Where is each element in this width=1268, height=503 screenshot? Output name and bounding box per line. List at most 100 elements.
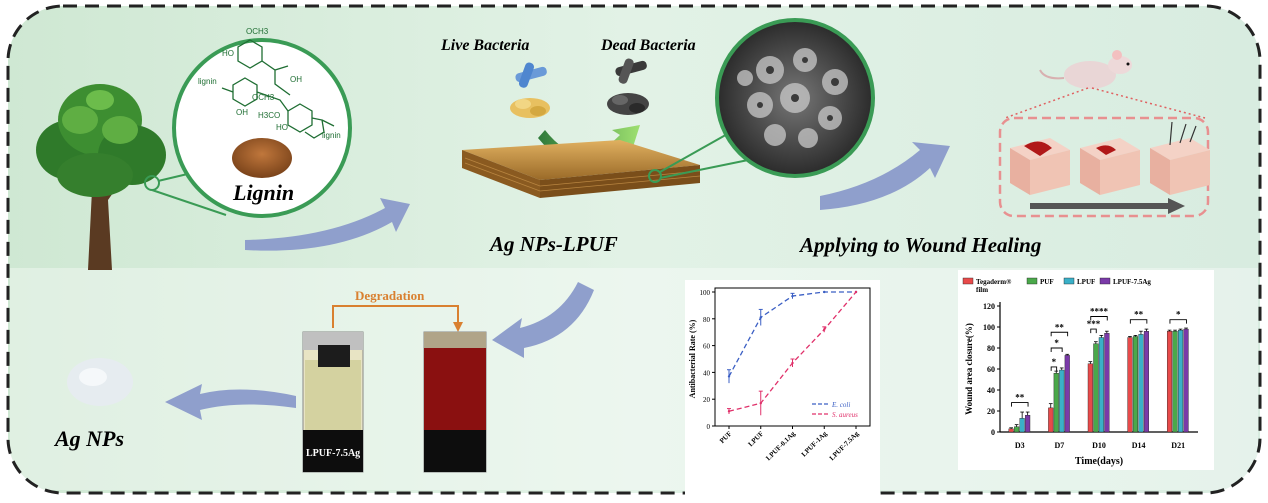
chart2-sig-bracket-1 [1050, 366, 1058, 371]
label-lignin-left: lignin [198, 77, 217, 86]
chart1-point-0-3 [823, 290, 826, 294]
label-h3co: H3CO [258, 111, 280, 120]
chart2-sig-label-0: ** [1015, 393, 1025, 403]
lignin-label: Lignin [233, 180, 295, 205]
chart1-bg [685, 280, 880, 499]
healing-progress-arrow [1030, 198, 1185, 214]
chart2-sig-label-7: * [1176, 310, 1181, 320]
dead-bacteria-icon [607, 58, 649, 115]
label-oh-right: OH [290, 75, 302, 84]
chart2-sig-label-2: * [1054, 338, 1059, 348]
lignin-structure-labels: OCH3 HO lignin OH OCH3 H3CO OH HO lignin [198, 27, 341, 140]
product-label: Ag NPs-LPUF [490, 232, 618, 256]
arrow-to-wound [820, 142, 950, 210]
live-bacteria-label: Live Bacteria [441, 37, 530, 54]
sem-pore-holes [757, 57, 839, 121]
lignin-powder [232, 138, 292, 178]
dead-bacteria-label: Dead Bacteria [601, 37, 696, 54]
chart2-ytick-label: 60 [987, 365, 995, 374]
chart1-point-1-1 [759, 402, 762, 405]
chart2-legend-label-0-1: film [976, 286, 988, 294]
lignin-structure [221, 39, 335, 139]
chart2-bar-0-3 [1127, 337, 1133, 433]
chart2-bar-2-2 [1098, 337, 1104, 433]
degradation-label: Degradation [355, 288, 425, 303]
chart2-legend-swatch-0 [962, 277, 974, 285]
chart2-xtick-label: D21 [1171, 441, 1185, 450]
lignin-zoom-circle [172, 38, 352, 218]
chart2-sig-bracket-2 [1050, 347, 1063, 352]
degradation-bracket [332, 305, 459, 328]
chart1-point-0-0 [727, 375, 731, 378]
chart1-legend-label-0: E. coli [831, 401, 850, 409]
vial-label: LPUF-7.5Ag [306, 448, 361, 459]
chart2-bar-0-2 [1087, 363, 1093, 433]
chart2-legend-swatch-3 [1099, 277, 1111, 285]
chart2-sig-label-1: * [1052, 357, 1057, 367]
vial-after [423, 331, 487, 473]
skin-block-1 [1010, 138, 1070, 195]
chart2-bar-3-3 [1143, 331, 1149, 433]
chart1-ytick-label: 100 [700, 289, 711, 297]
application-label: Applying to Wound Healing [800, 233, 1042, 257]
chart2-bar-3-2 [1104, 333, 1110, 433]
chart2-xtick-label: D14 [1132, 441, 1146, 450]
chart1-point-1-3 [823, 328, 826, 331]
chart2-bar-1-1 [1053, 373, 1059, 433]
label-och3-mid: OCH3 [252, 93, 275, 102]
chart2-bar-1-4 [1172, 331, 1178, 433]
chart2-legend-label-2-0: LPUF [1077, 278, 1095, 286]
label-oh-bottom: OH [236, 108, 248, 117]
mouse-illustration [1039, 50, 1132, 89]
ag-nps-label: Ag NPs [55, 426, 125, 451]
tree-illustration [36, 84, 166, 270]
arrow-to-foam [245, 198, 410, 251]
chart1-ytick-label: 60 [703, 343, 711, 351]
chart2-sig-label-5: **** [1090, 307, 1109, 317]
chart2-ytick-label: 0 [991, 428, 995, 437]
chart1-point-1-0 [727, 410, 731, 413]
chart2-ytick-label: 80 [987, 344, 995, 353]
chart1-point-0-1 [759, 316, 762, 319]
label-och3-top: OCH3 [246, 27, 269, 36]
chart1-ylabel: Antibacterial Rate (%) [688, 319, 697, 398]
label-lignin-right: lignin [322, 131, 341, 140]
label-ho-bottom: HO [276, 123, 288, 132]
chart2-bar-3-1 [1064, 355, 1070, 433]
chart2-bar-2-1 [1059, 369, 1065, 433]
chart2-ytick-label: 120 [983, 302, 995, 311]
chart2-legend-swatch-2 [1063, 277, 1075, 285]
chart1-point-0-2 [791, 294, 794, 298]
chart2-bar-0-1 [1048, 407, 1054, 433]
chart2-sig-bracket-6 [1129, 319, 1148, 324]
dashed-frame [6, 4, 1262, 495]
chart2-bar-0-4 [1166, 331, 1173, 433]
chart1-ytick-label: 40 [703, 369, 711, 377]
chart1-ytick-label: 20 [703, 396, 711, 404]
chart2-bar-3-4 [1183, 328, 1189, 433]
chart1-point-1-2 [791, 361, 794, 365]
chart1-point-1-4 [854, 290, 858, 294]
chart2-legend-label-3-0: LPUF-7.5Ag [1113, 278, 1151, 286]
arrow-to-ag-nps [165, 384, 296, 420]
chart2-bar-2-4 [1177, 329, 1184, 433]
chart2-bar-1-3 [1132, 336, 1138, 433]
chart2-bar-1-0 [1014, 426, 1020, 433]
chart2-bar-2-0 [1019, 418, 1025, 433]
chart2-ytick-label: 20 [987, 407, 995, 416]
skin-block-3 [1150, 121, 1210, 195]
chart2-sig-bracket-5 [1090, 316, 1108, 321]
wound-healing-box [998, 116, 1210, 218]
foam-zoom-point [648, 169, 662, 183]
chart2-ytick-label: 100 [983, 323, 995, 332]
chart2-sig-label-6: ** [1134, 310, 1144, 320]
vial-before [302, 331, 364, 473]
chart2-bar-3-0 [1025, 415, 1031, 433]
chart2-xlabel: Time(days) [1075, 456, 1123, 467]
chart2-sig-label-4: *** [1087, 319, 1101, 329]
skin-block-2 [1080, 138, 1140, 195]
chart2-sig-bracket-4 [1090, 328, 1097, 334]
chart2-xtick-label: D10 [1092, 441, 1106, 450]
